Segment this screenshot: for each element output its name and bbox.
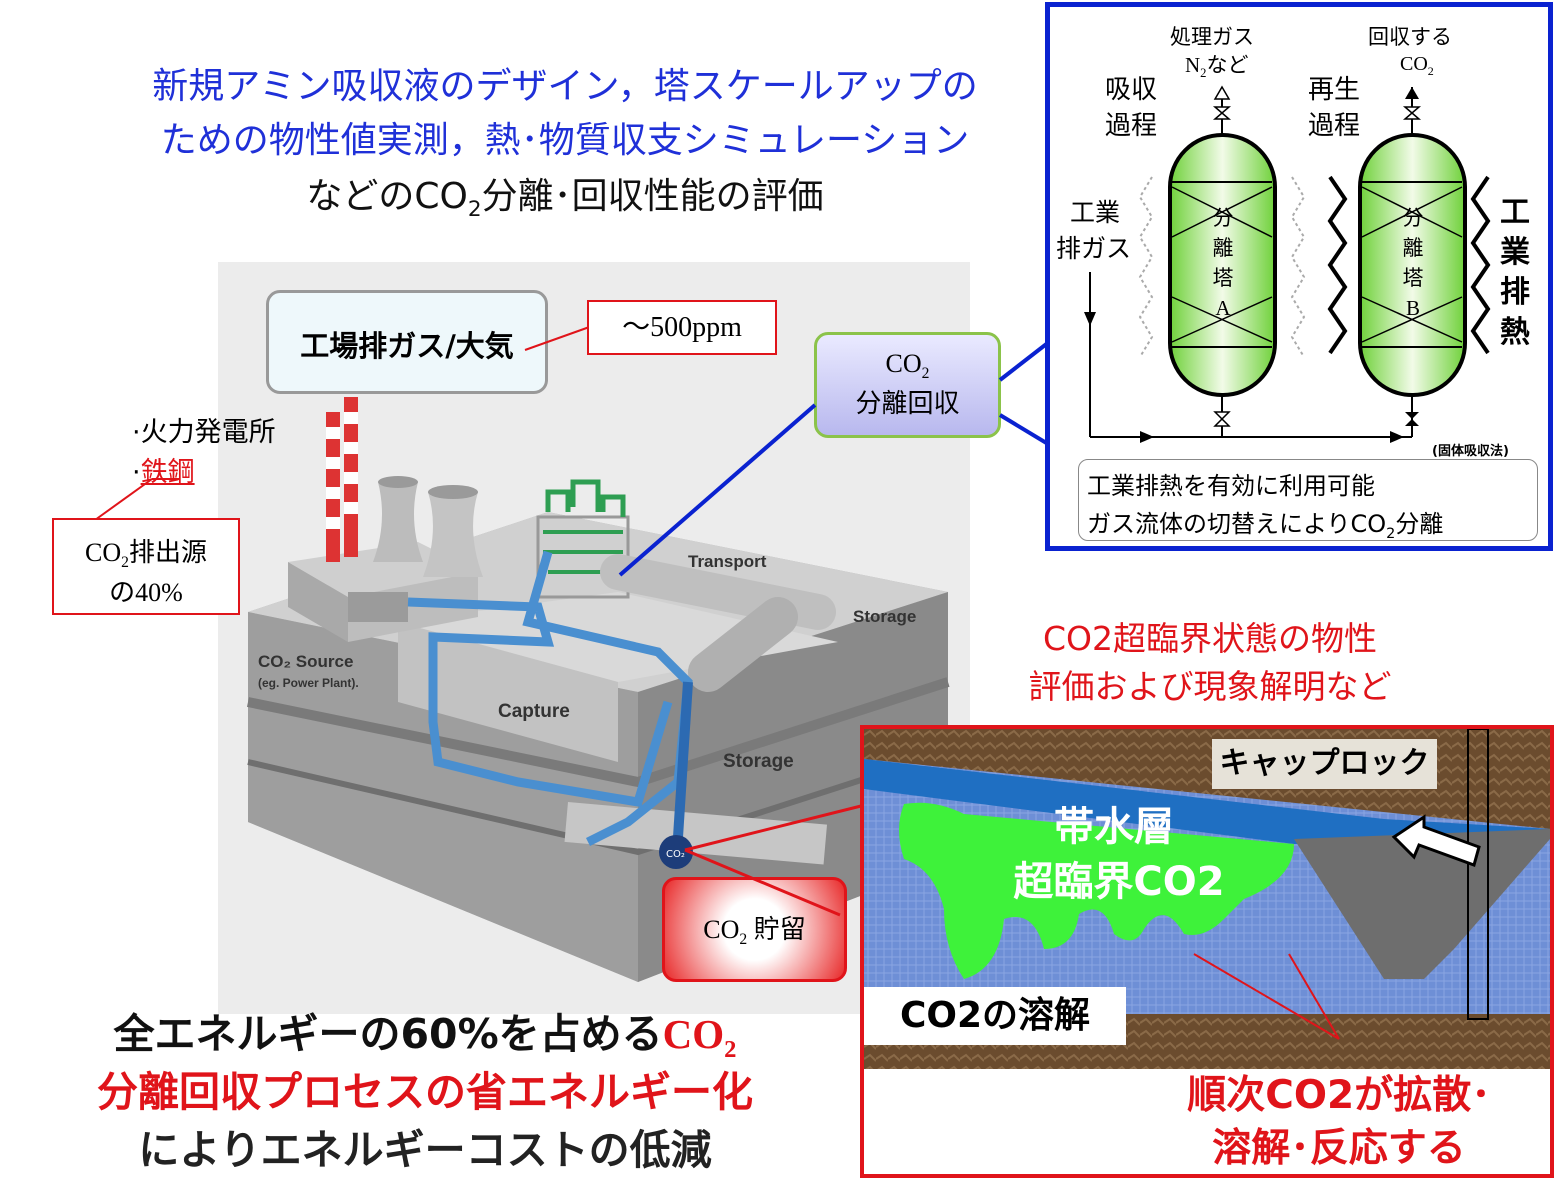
process-panel: 処理ガス N2など 回収する CO2 吸収 過程 再生 過程 工業 排ガス [1045, 2, 1553, 551]
caprock-label: キャップロック [1212, 739, 1437, 789]
process-diagram [1084, 85, 1491, 443]
supercritical-co2-label: 超臨界CO2 [1013, 859, 1225, 905]
headline-line1: 新規アミン吸収液のデザイン，塔スケールアップの [152, 66, 978, 107]
solid-method-label: (固体吸収法) [1432, 444, 1509, 459]
reservoir-diagram [864, 729, 1550, 1174]
industrial-gas2: 排ガス [1056, 234, 1132, 263]
headline-line3: などのCO2分離･回収性能の評価 [306, 176, 824, 223]
ppm-label: ～500ppm [622, 312, 742, 343]
bottom-line1: 全エネルギーの60%を占めるCO2 [113, 1010, 737, 1064]
storage-bubble: CO2 貯留 [662, 877, 847, 982]
storage-mid-label: Storage [723, 751, 794, 772]
storage-leader [684, 803, 866, 917]
waste-heat-label: 工業排熱 [1500, 195, 1530, 350]
diffuse-line2: 溶解･反応する [1212, 1126, 1466, 1171]
industrial-gas1: 工業 [1070, 198, 1121, 227]
bottom-line3: によりエネルギーコストの低減 [138, 1126, 712, 1174]
dissolve-label: CO2の溶解 [864, 987, 1126, 1045]
aquifer-label: 帯水層 [1054, 804, 1174, 850]
storage-bubble-label: CO2 貯留 [703, 915, 806, 949]
emission-line2: の40% [109, 578, 183, 608]
ppm-box: ～500ppm [587, 300, 777, 355]
note-line1: 工業排熱を有効に利用可能 [1087, 472, 1375, 500]
absorb-label2: 過程 [1105, 111, 1158, 141]
plant-drawing: CO₂ CO₂ Source (eg. Power Plant). Captur… [246, 397, 950, 982]
process-note-box: 工業排熱を有効に利用可能 ガス流体の切替えによりCO2分離 [1078, 459, 1538, 542]
source-thermal: ·火力発電所 [132, 417, 276, 448]
treated-gas-label: 処理ガス [1170, 25, 1254, 49]
ppm-leader [524, 324, 596, 351]
source-steel: ·鉄鋼 [132, 457, 195, 488]
exhaust-gas-box: 工場排ガス/大気 [266, 290, 548, 394]
storage-top-label: Storage [853, 607, 916, 626]
capture-bubble-line2: 分離回収 [855, 389, 960, 420]
capture-bubble-line1: CO2 [885, 349, 930, 383]
capture-leader-lines [618, 333, 1060, 577]
exhaust-gas-label: 工場排ガス/大気 [300, 329, 514, 363]
recover-label: 回収する [1368, 25, 1452, 49]
emission-leader [94, 478, 180, 521]
regen-label2: 過程 [1308, 111, 1361, 141]
bottom-line2: 分離回収プロセスの省エネルギー化 [97, 1068, 753, 1116]
source-label: CO₂ Source [258, 652, 353, 671]
capture-bubble: CO2 分離回収 [814, 332, 1001, 438]
diffuse-line1: 順次CO2が拡散･ [1187, 1073, 1491, 1118]
sc-title-line2: 評価および現象解明など [1028, 667, 1392, 706]
treated-gas-n2: N2など [1185, 53, 1249, 81]
source-eg-label: (eg. Power Plant). [258, 676, 359, 690]
co2-ball-label: CO₂ [666, 849, 685, 860]
headline-line2: ための物性値実測，熱･物質収支シミュレーション [160, 120, 970, 161]
regen-label1: 再生 [1308, 75, 1361, 105]
absorb-label1: 吸収 [1105, 75, 1158, 105]
capture-label: Capture [498, 701, 570, 722]
note-line2: ガス流体の切替えによりCO2分離 [1087, 510, 1444, 542]
emission-box: CO2排出源 の40% [52, 518, 240, 615]
emission-line1: CO2排出源 [85, 538, 207, 572]
supercritical-panel: キャップロック 帯水層 超臨界CO2 CO2の溶解 順次CO2が拡散･ 溶解･反… [860, 725, 1554, 1178]
recover-co2: CO2 [1400, 53, 1434, 78]
sc-title-line1: CO2超臨界状態の物性 [1042, 619, 1377, 658]
transport-label: Transport [688, 552, 767, 571]
